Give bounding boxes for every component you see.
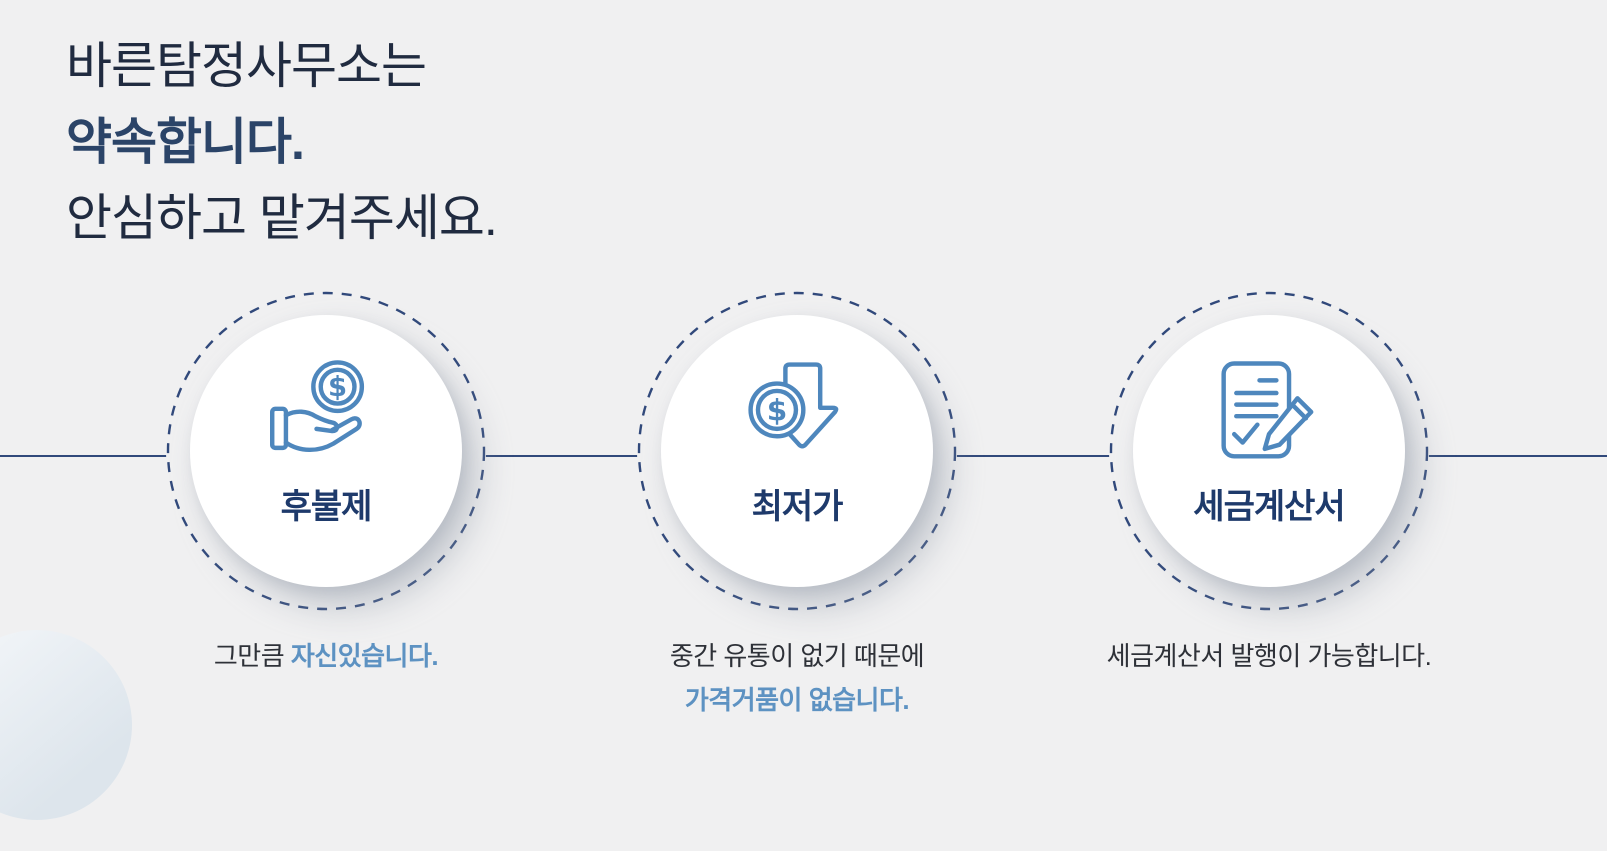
feature-label: 세금계산서 [1193, 488, 1345, 526]
dashed-ring [637, 291, 957, 611]
feature-ring: 세금계산서 [1109, 291, 1429, 611]
dollar-glyph: $ [767, 393, 788, 427]
feature-disc: 세금계산서 [1133, 315, 1405, 587]
feature-label: 후불제 [280, 488, 373, 526]
desc-highlight: 가격거품이 없습니다. [684, 685, 910, 715]
heading-line-3: 안심하고 맡겨주세요. [66, 190, 498, 246]
dashed-ring [1109, 291, 1429, 611]
desc-highlight: 자신있습니다. [290, 641, 439, 671]
desc-text: 세금계산서 발행이 가능합니다. [1106, 641, 1432, 671]
heading-line-1: 바른탐정사무소는 [66, 38, 427, 94]
dollar-glyph: $ [328, 372, 347, 403]
feature-desc-postpay: 그만큼 자신있습니다. [106, 634, 546, 678]
feature-label: 최저가 [751, 488, 844, 526]
feature-ring: $ 후불제 [166, 291, 486, 611]
heading-line-2: 약속합니다. [66, 114, 305, 170]
feature-tax-invoice: 세금계산서 [1109, 291, 1429, 611]
desc-text: 그만큼 [213, 641, 291, 671]
desc-text: 중간 유통이 없기 때문에 [669, 641, 925, 671]
section-heading: 바른탐정사무소는 약속합니다. 안심하고 맡겨주세요. [66, 28, 498, 256]
feature-lowest-price: $ 최저가 [637, 291, 957, 611]
dashed-ring [166, 291, 486, 611]
feature-desc-lowest-price: 중간 유통이 없기 때문에 가격거품이 없습니다. [577, 634, 1017, 722]
price-down-icon: $ [748, 362, 839, 449]
feature-disc: $ 후불제 [190, 315, 462, 587]
feature-ring: $ 최저가 [637, 291, 957, 611]
tax-invoice-icon [1221, 361, 1314, 459]
feature-desc-tax-invoice: 세금계산서 발행이 가능합니다. [1049, 634, 1489, 678]
feature-disc: $ 최저가 [661, 315, 933, 587]
feature-postpay: $ 후불제 [166, 291, 486, 611]
hand-coin-icon: $ [270, 360, 365, 453]
